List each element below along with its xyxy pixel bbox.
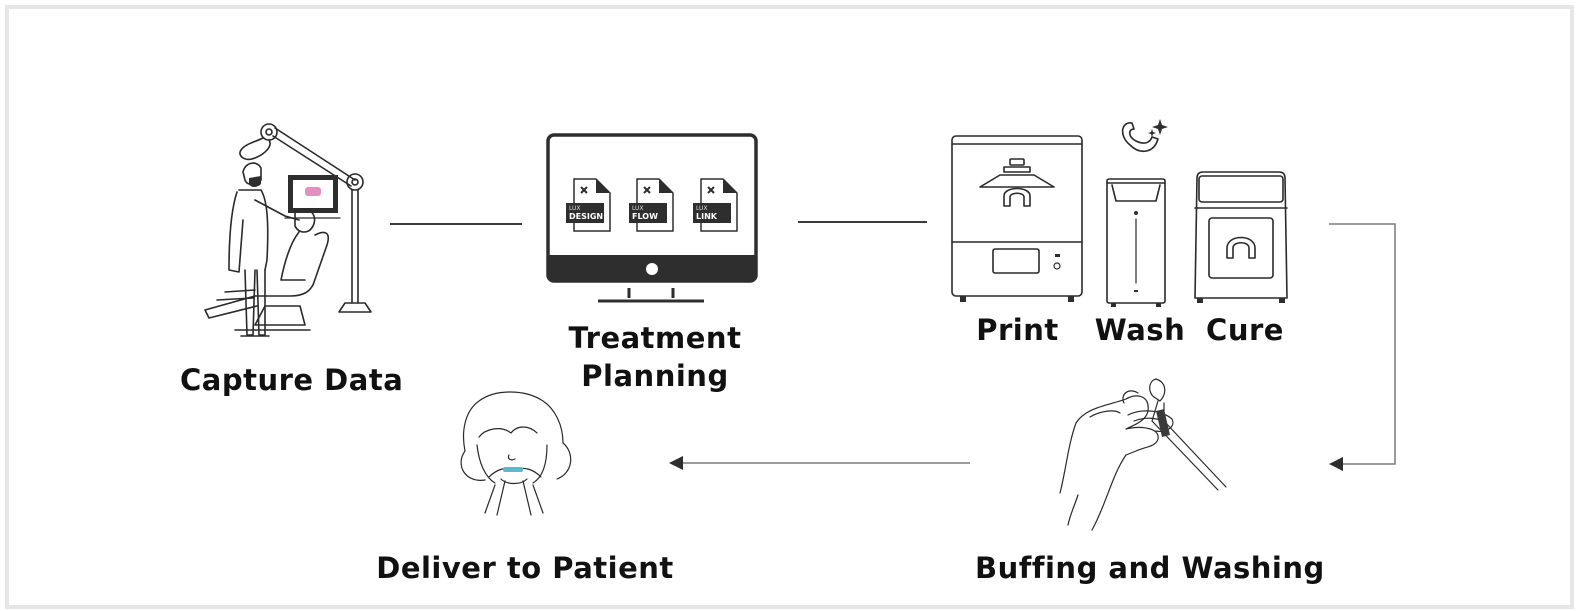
software-brand: LUX (632, 205, 644, 212)
cure-unit-icon (1194, 171, 1288, 303)
step-label-treatment-planning: Treatment Planning (545, 320, 765, 395)
software-file-lux-design: LUX DESIGN (566, 177, 612, 233)
software-brand: LUX (696, 205, 708, 212)
wash-station-icon (1106, 119, 1168, 307)
teeth-image (305, 187, 321, 196)
arrowhead-icon (1329, 457, 1343, 471)
hands-buffing-icon (1059, 378, 1227, 531)
software-file-lux-link: LUX LINK (693, 177, 739, 233)
step-label-cure: Cure (1206, 313, 1284, 347)
software-brand: LUX (569, 205, 581, 212)
software-name: DESIGN (569, 212, 603, 221)
monitor-software-icon (546, 133, 758, 303)
software-name: LINK (696, 212, 718, 221)
file-icon: LUX LINK (693, 178, 738, 232)
label-line-1: Treatment (568, 321, 742, 355)
step-label-capture-data: Capture Data (180, 363, 404, 397)
file-icon: LUX DESIGN (566, 178, 611, 232)
step-label-buffing-and-washing: Buffing and Washing (975, 551, 1325, 585)
step-label-wash: Wash (1094, 313, 1186, 347)
aligner-accent (503, 467, 523, 472)
step-label-deliver-to-patient: Deliver to Patient (376, 551, 674, 585)
label-line-2: Planning (581, 358, 729, 393)
software-file-lux-flow: LUX FLOW (629, 177, 675, 233)
step-label-print: Print (976, 313, 1059, 347)
arrowhead-icon (669, 456, 683, 470)
patient-aligner-icon (460, 391, 572, 516)
diagram-frame (5, 5, 1574, 609)
software-name: FLOW (632, 212, 658, 221)
3d-printer-icon (951, 135, 1083, 302)
dentist-chair-icon (204, 123, 372, 337)
file-icon: LUX FLOW (629, 178, 674, 232)
